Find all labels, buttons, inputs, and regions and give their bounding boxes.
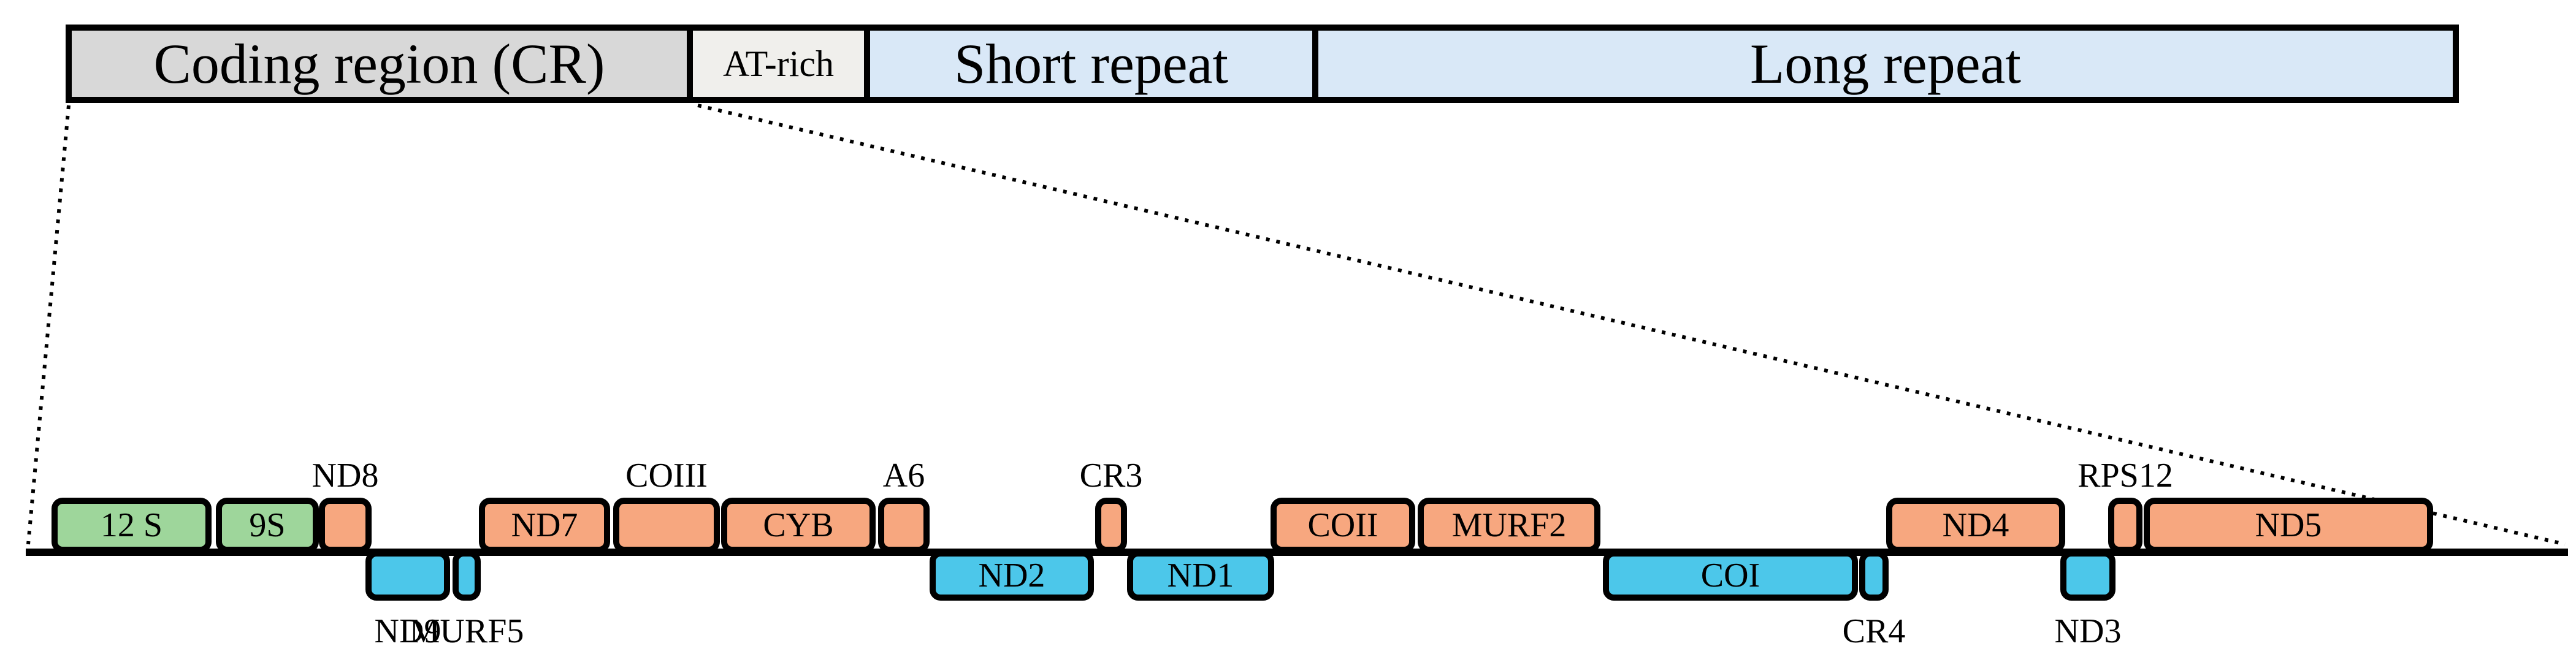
- gene-box-9s: 9S: [216, 498, 319, 553]
- gene-label: CYB: [763, 506, 834, 544]
- gene-box-murf2: MURF2: [1418, 498, 1600, 553]
- gene-label: MURF2: [1451, 506, 1567, 544]
- gene-box-cyb: CYB: [721, 498, 876, 553]
- gene-label: 9S: [249, 506, 286, 544]
- gene-box-nd1: ND1: [1127, 550, 1274, 601]
- gene-label-nd3: ND3: [2054, 612, 2122, 650]
- gene-label-coiii: COIII: [625, 457, 708, 495]
- gene-label: ND4: [1942, 506, 2009, 544]
- bar-segment-coding-region-cr: Coding region (CR): [66, 25, 693, 103]
- bar-segment-short-repeat: Short repeat: [864, 25, 1318, 103]
- gene-box-rps12: [2108, 498, 2142, 553]
- gene-box-nd5: ND5: [2144, 498, 2433, 553]
- gene-label-cr3: CR3: [1079, 457, 1143, 495]
- gene-label: ND2: [978, 557, 1045, 595]
- bar-segment-label: Short repeat: [954, 32, 1229, 95]
- gene-label-nd9: ND9: [374, 612, 441, 650]
- gene-box-murf5: [453, 550, 481, 601]
- gene-box-cr4: [1859, 550, 1889, 601]
- bar-segment-label: AT-rich: [722, 44, 835, 84]
- gene-label-cr4: CR4: [1842, 612, 1906, 650]
- gene-box-12-s: 12 S: [52, 498, 212, 553]
- zoom-line-left: [26, 105, 71, 545]
- gene-box-nd7: ND7: [479, 498, 610, 553]
- gene-box-nd3: [2060, 550, 2115, 601]
- gene-box-coi: COI: [1603, 550, 1858, 601]
- gene-box-a6: [878, 498, 930, 553]
- gene-label-a6: A6: [882, 457, 925, 495]
- gene-box-coiii: [613, 498, 720, 553]
- bar-segment-label: Coding region (CR): [153, 32, 605, 95]
- gene-box-nd9: [365, 550, 450, 601]
- bar-segment-long-repeat: Long repeat: [1312, 25, 2459, 103]
- bar-segment-at-rich: AT-rich: [687, 25, 870, 103]
- gene-label: 12 S: [100, 506, 163, 544]
- gene-label: COI: [1700, 557, 1760, 595]
- gene-box-nd2: ND2: [930, 550, 1094, 601]
- gene-box-nd4: ND4: [1886, 498, 2065, 553]
- gene-label: ND1: [1167, 557, 1234, 595]
- gene-label-nd8: ND8: [311, 457, 379, 495]
- gene-label: ND5: [2255, 506, 2322, 544]
- zoom-line-right: [697, 104, 2566, 546]
- gene-box-cr3: [1095, 498, 1127, 553]
- genome-axis-line: [26, 549, 2568, 556]
- gene-box-nd8: [319, 498, 372, 553]
- gene-label: ND7: [511, 506, 578, 544]
- gene-label: COII: [1307, 506, 1378, 544]
- bar-segment-label: Long repeat: [1750, 32, 2021, 95]
- gene-label-rps12: RPS12: [2077, 457, 2173, 495]
- gene-label-murf5: MURF5: [409, 612, 524, 650]
- gene-box-coii: COII: [1271, 498, 1415, 553]
